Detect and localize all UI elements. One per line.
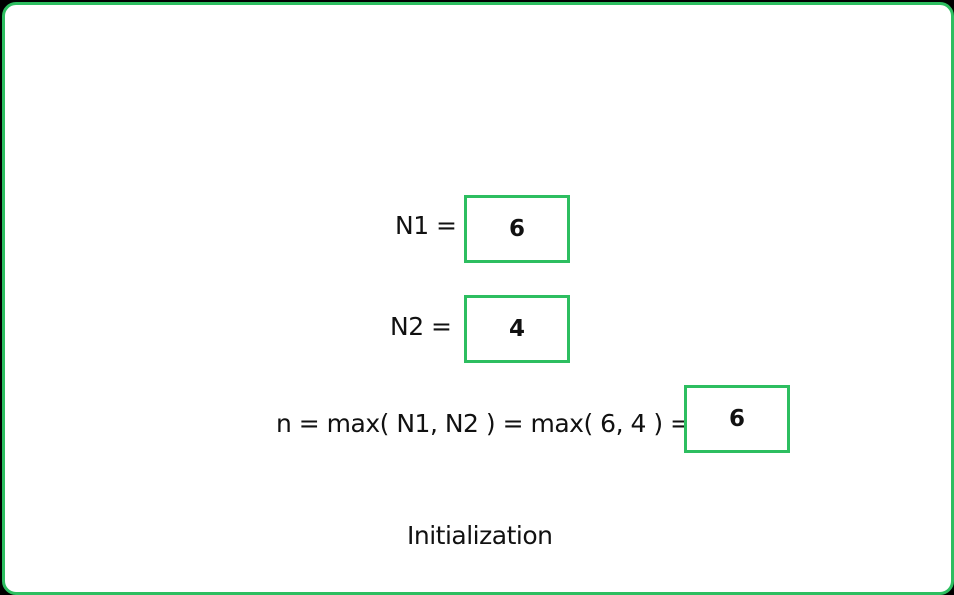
caption: Initialization [407, 521, 553, 550]
n2-value-box: 4 [464, 295, 570, 363]
n-value-box: 6 [684, 385, 790, 453]
n2-label: N2 = [390, 312, 452, 341]
n-expression-label: n = max( N1, N2 ) = max( 6, 4 ) = [276, 409, 691, 438]
n1-label: N1 = [395, 211, 457, 240]
n1-value-box: 6 [464, 195, 570, 263]
